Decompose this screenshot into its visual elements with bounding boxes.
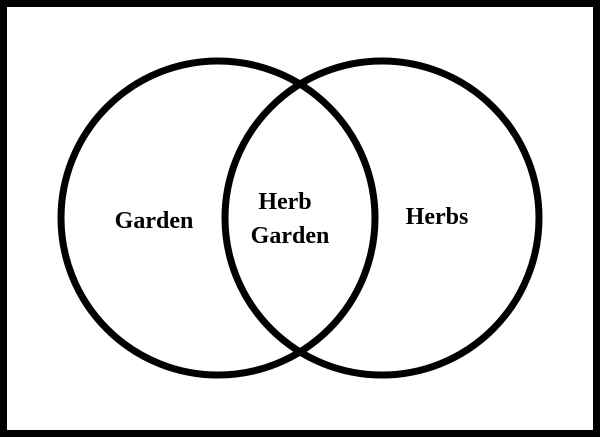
- label-herbs: Herbs: [406, 204, 469, 230]
- venn-diagram: Garden Herb Garden Herbs: [57, 57, 543, 379]
- label-intersection-line-2: Garden: [251, 223, 330, 249]
- circle-herbs: [221, 57, 543, 379]
- label-garden: Garden: [115, 208, 194, 234]
- circle-garden: [57, 57, 379, 379]
- label-intersection-line-1: Herb: [258, 189, 311, 215]
